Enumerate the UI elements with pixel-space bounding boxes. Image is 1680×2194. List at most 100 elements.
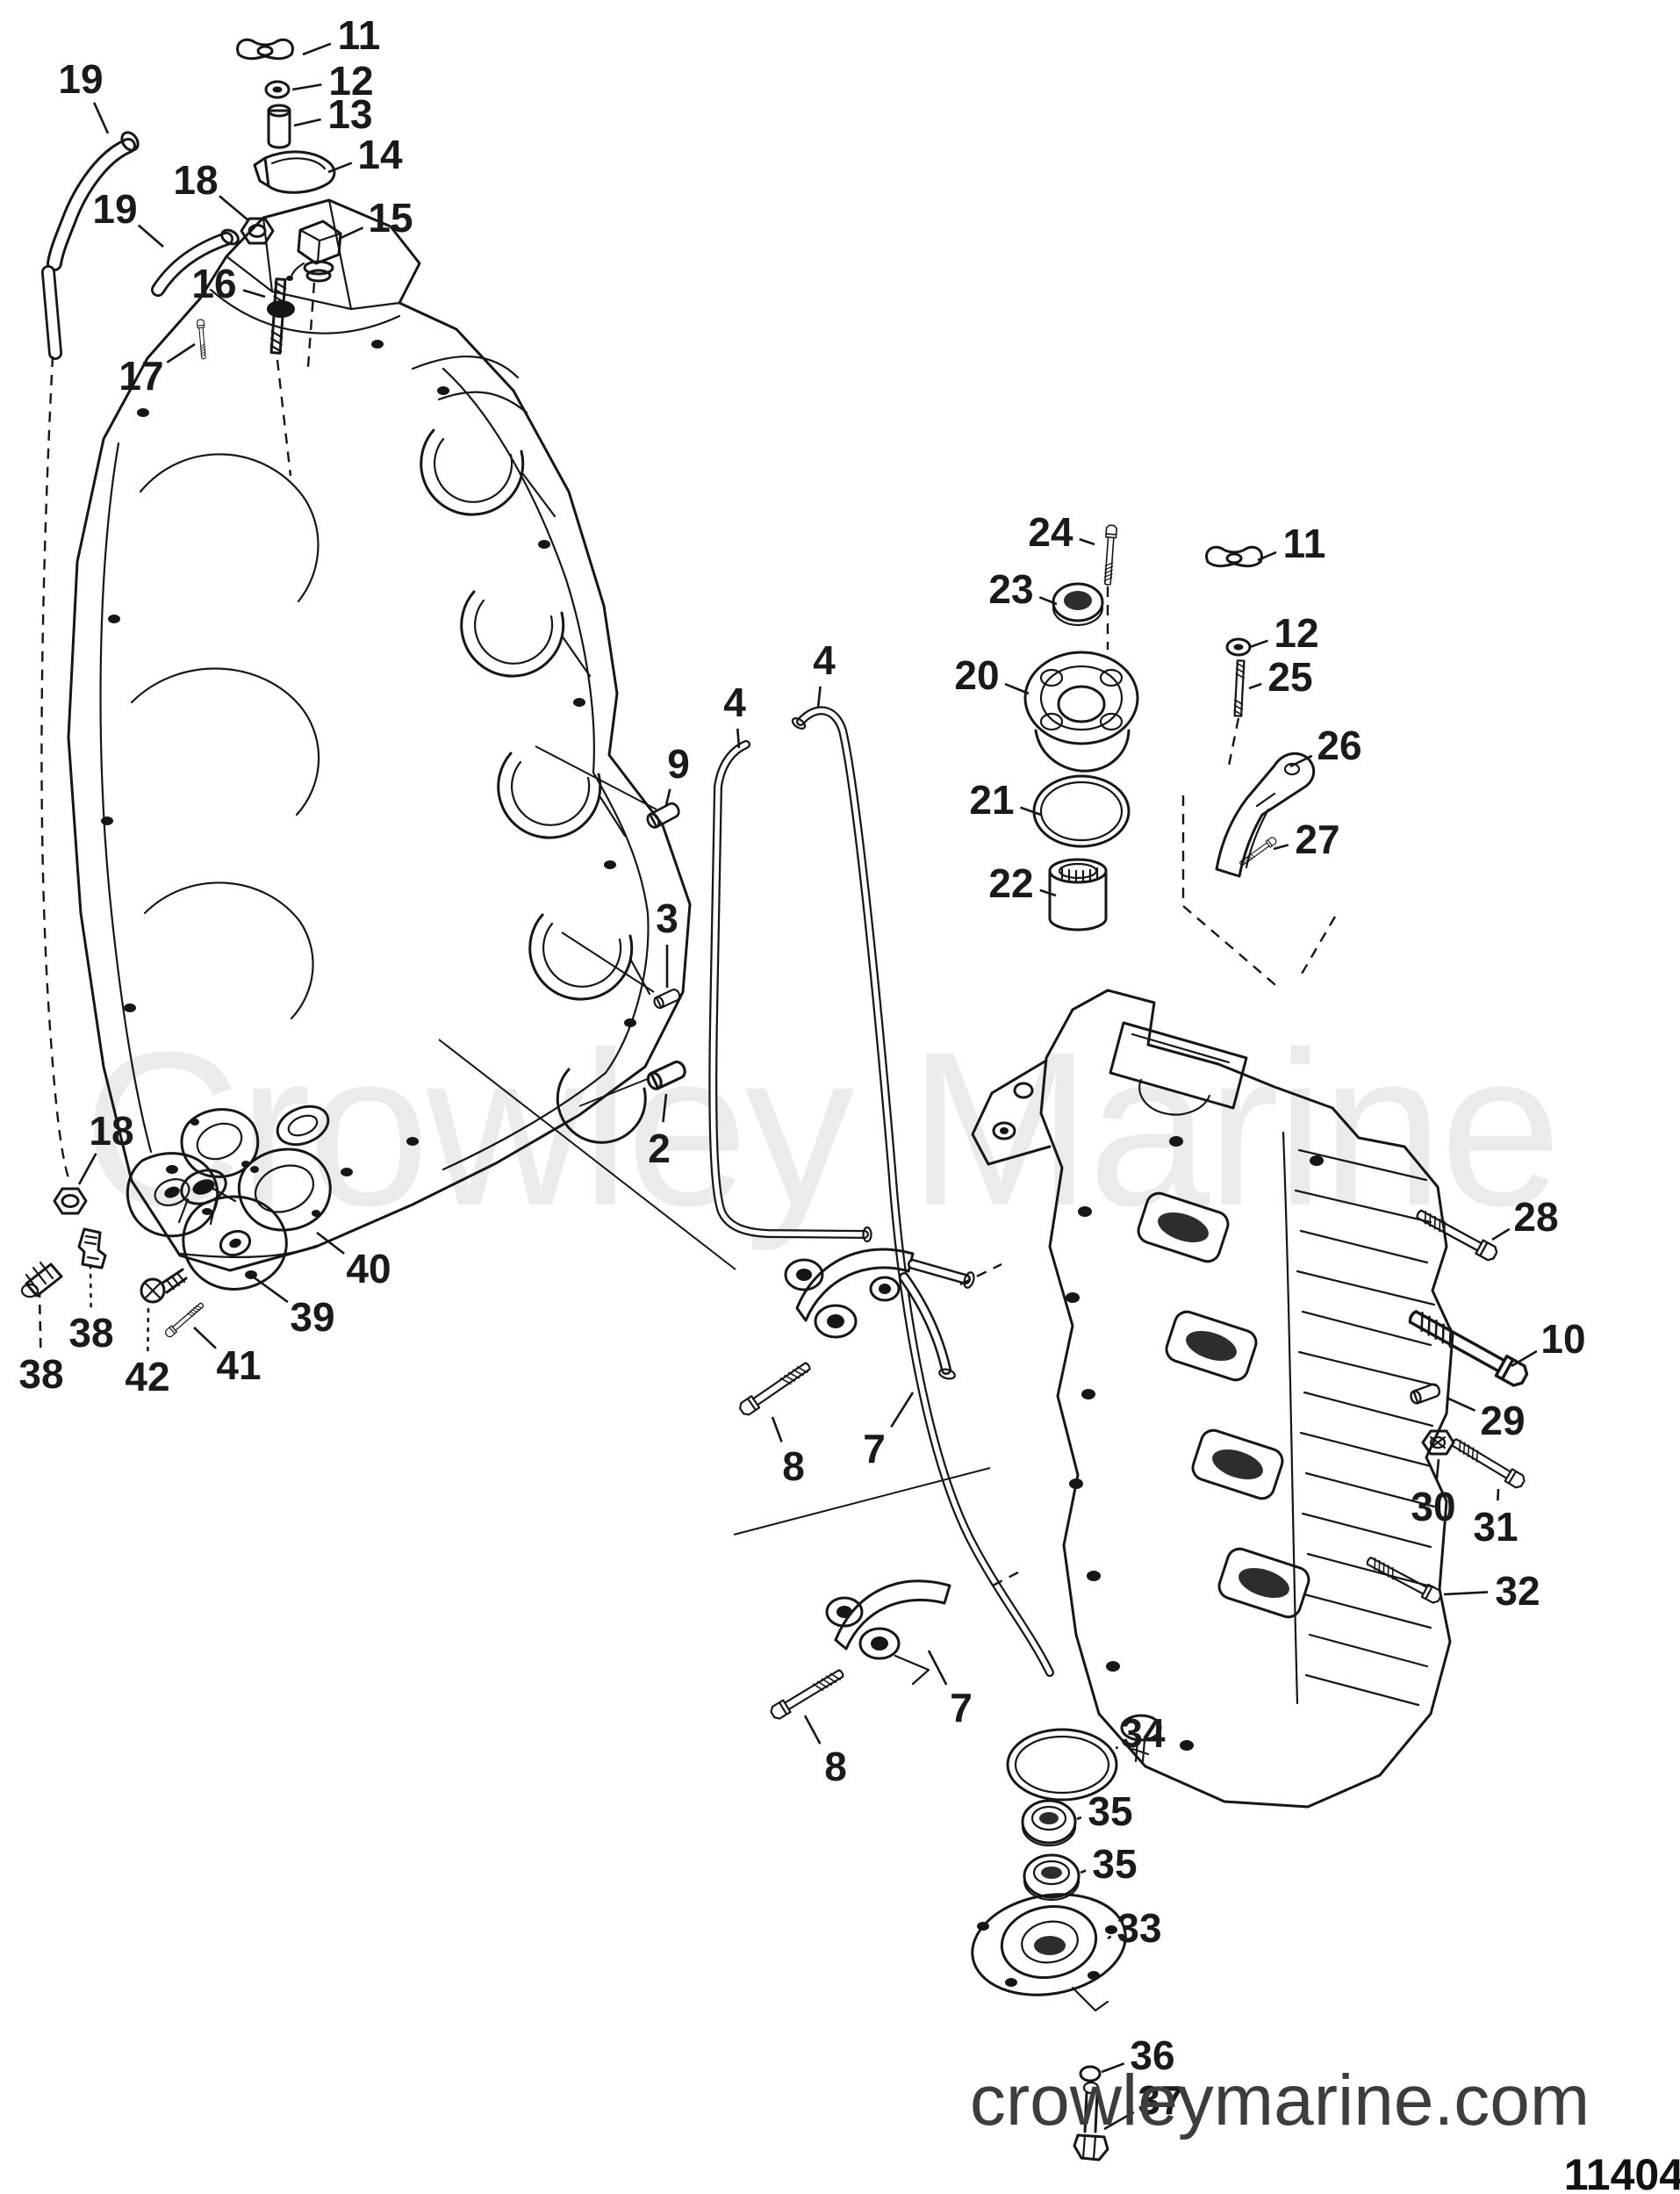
bolt-holes xyxy=(101,340,636,1176)
callout-label-33: 33 xyxy=(1116,1905,1161,1951)
exhaust-ports xyxy=(1137,1191,1310,1619)
callout-leader-12 xyxy=(291,83,322,91)
callout-leader-29 xyxy=(1446,1396,1476,1412)
callout-leader-14 xyxy=(327,162,353,174)
callout-leader-2 xyxy=(662,1093,668,1123)
hose-19-lower xyxy=(151,228,240,297)
callout-label-12: 12 xyxy=(1274,610,1318,656)
callout-leader-19 xyxy=(93,102,110,134)
nut-30 xyxy=(1421,1429,1455,1456)
callout-leader-28 xyxy=(1491,1227,1511,1241)
callout-leader-41 xyxy=(193,1327,217,1349)
callout-leader-8 xyxy=(803,1715,822,1744)
callout-label-21: 21 xyxy=(969,777,1014,823)
callout-label-11: 11 xyxy=(338,12,381,58)
retainer-clamp-7a xyxy=(784,1248,975,1380)
callout-leader-20 xyxy=(1004,682,1030,695)
callout-label-13: 13 xyxy=(327,91,372,137)
callout-label-10: 10 xyxy=(1540,1316,1585,1362)
callout-leader-9 xyxy=(664,788,671,806)
plug-38a xyxy=(20,1261,63,1298)
callout-label-3: 3 xyxy=(656,896,678,941)
bolt-17 xyxy=(196,319,208,360)
bolt-8b xyxy=(768,1665,847,1722)
bracket-26 xyxy=(1215,752,1316,878)
block-bosses xyxy=(1066,1136,1324,1763)
washer-12b xyxy=(1225,637,1252,657)
ring-23 xyxy=(1052,582,1104,627)
callout-label-16: 16 xyxy=(191,261,236,306)
callout-leader-40 xyxy=(316,1231,345,1255)
callout-leader-42 xyxy=(147,1304,150,1352)
callout-label-40: 40 xyxy=(346,1246,391,1291)
callout-leader-35 xyxy=(1080,1869,1087,1874)
sensor-15 xyxy=(286,219,342,283)
pin-13 xyxy=(267,104,291,149)
washer-36-bolt-37 xyxy=(1073,2065,1109,2162)
callout-label-15: 15 xyxy=(368,195,413,241)
callout-leader-26 xyxy=(1289,754,1313,768)
wing-nut-11a xyxy=(236,38,294,61)
callout-label-25: 25 xyxy=(1267,654,1312,700)
callout-leader-22 xyxy=(1039,888,1057,897)
stud-25 xyxy=(1232,659,1246,717)
callout-leader-19 xyxy=(137,224,164,248)
callout-label-8: 8 xyxy=(782,1443,805,1489)
bolt-8a xyxy=(736,1358,814,1418)
gaskets-40 xyxy=(180,1108,332,1232)
callout-leader-34 xyxy=(1115,1746,1119,1750)
callout-label-30: 30 xyxy=(1411,1484,1455,1529)
elbow-fitting-38b xyxy=(77,1227,107,1270)
callout-leader-16 xyxy=(242,289,266,299)
callout-leader-37 xyxy=(1103,2111,1135,2131)
wing-nut-11b xyxy=(1205,545,1263,568)
callout-leader-33 xyxy=(1107,1935,1112,1940)
crankcase-block-drawing xyxy=(67,198,692,1272)
seal-35a xyxy=(1021,1799,1077,1847)
callout-leader-4 xyxy=(736,728,741,749)
callout-label-4: 4 xyxy=(723,680,746,725)
callout-leader-39 xyxy=(246,1270,289,1304)
callout-leader-8 xyxy=(771,1416,783,1442)
callout-leader-4 xyxy=(816,686,822,709)
callout-leader-31 xyxy=(1497,1488,1500,1501)
bolt-31 xyxy=(1448,1435,1527,1491)
callout-label-28: 28 xyxy=(1513,1194,1558,1240)
callout-label-18: 18 xyxy=(173,157,218,203)
callout-label-29: 29 xyxy=(1480,1398,1525,1443)
o-ring-34 xyxy=(1006,1728,1118,1802)
callout-leader-13 xyxy=(293,118,321,127)
callout-leader-17 xyxy=(166,342,196,363)
callout-leader-18 xyxy=(219,195,249,221)
tube-19-straight xyxy=(41,265,62,360)
callout-label-24: 24 xyxy=(1028,509,1073,555)
bearing-saddles xyxy=(420,428,651,1144)
callout-leader-18 xyxy=(77,1153,97,1185)
callout-leader-24 xyxy=(1079,537,1095,546)
callout-label-22: 22 xyxy=(988,860,1033,906)
rib-lines xyxy=(1294,1148,1438,1707)
o-ring-21 xyxy=(1032,774,1131,848)
callout-label-36: 36 xyxy=(1130,2032,1174,2078)
washer-12a xyxy=(264,80,291,99)
bolt-27 xyxy=(1238,835,1278,868)
callout-label-18: 18 xyxy=(89,1108,133,1154)
callout-label-41: 41 xyxy=(216,1342,261,1388)
callout-label-19: 19 xyxy=(58,56,103,102)
callout-label-38: 38 xyxy=(68,1310,113,1356)
hose-19-upper xyxy=(47,131,140,271)
callout-label-35: 35 xyxy=(1088,1788,1132,1834)
callout-label-4: 4 xyxy=(813,637,836,683)
bearing-cage-20 xyxy=(1023,651,1139,773)
callout-label-34: 34 xyxy=(1120,1710,1166,1756)
callout-label-32: 32 xyxy=(1495,1568,1540,1614)
construction-lines xyxy=(40,282,1337,1587)
callout-label-39: 39 xyxy=(290,1294,334,1340)
callout-leader-38 xyxy=(89,1261,92,1308)
retainer-clamp-7b xyxy=(825,1579,951,1686)
callout-leader-21 xyxy=(1020,806,1042,816)
needle-bearing-22 xyxy=(1048,858,1108,932)
